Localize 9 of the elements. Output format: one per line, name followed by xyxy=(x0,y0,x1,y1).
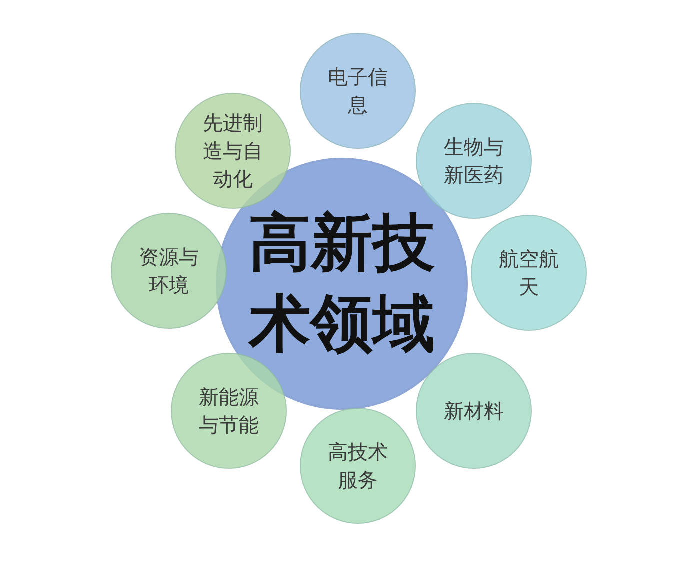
topic-label: 电子信息 xyxy=(328,64,388,119)
center-title: 高新技术领域 xyxy=(249,205,435,362)
topic-label: 新材料 xyxy=(444,398,504,425)
topic-label: 新能源与节能 xyxy=(199,384,259,439)
topic-label: 先进制造与自动化 xyxy=(203,110,263,193)
topic-label: 生物与新医药 xyxy=(444,134,504,189)
topic-label: 资源与环境 xyxy=(139,244,199,299)
topic-label: 航空航天 xyxy=(499,246,559,301)
topic-label: 高技术服务 xyxy=(328,439,388,494)
